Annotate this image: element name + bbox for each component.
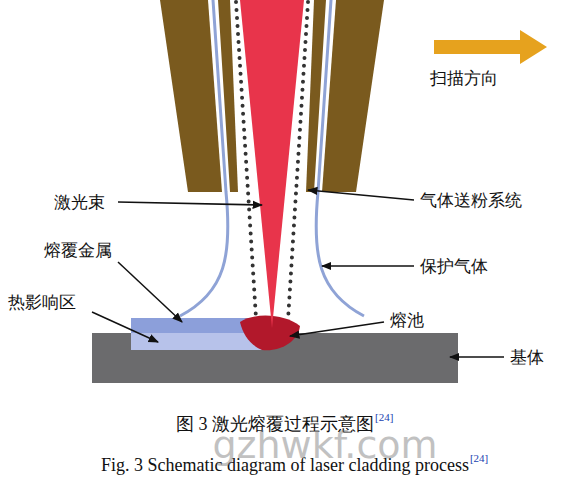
part-label: 激光束 — [54, 192, 105, 212]
leader-line — [308, 190, 414, 200]
gas-line — [316, 0, 364, 316]
powder-stream — [236, 2, 256, 318]
part-label: 熔池 — [390, 310, 424, 330]
laser-beam — [240, 0, 304, 328]
gas-line — [180, 0, 228, 316]
leader-line — [118, 202, 262, 205]
part-label: 保护气体 — [420, 256, 488, 276]
melt-pool — [240, 316, 300, 351]
nozzle-wall — [322, 0, 384, 192]
citation: [24] — [470, 452, 488, 465]
leader-line — [118, 262, 182, 322]
powder-stream — [288, 2, 308, 320]
scan-arrow — [434, 30, 547, 64]
leader-line — [92, 312, 158, 342]
heat-affected-zone — [131, 333, 262, 350]
part-label: 热影响区 — [8, 292, 76, 312]
part-label: 气体送粉系统 — [420, 190, 522, 210]
direction-label: 扫描方向 — [430, 68, 498, 88]
part-label: 基体 — [510, 347, 544, 367]
nozzle-wall — [160, 0, 222, 192]
leader-line — [290, 322, 384, 336]
citation: [24] — [375, 411, 393, 424]
watermark: gzhwkf.com — [212, 423, 437, 469]
part-label: 熔覆金属 — [44, 240, 112, 260]
leader-line — [450, 356, 504, 358]
leader-line — [322, 265, 414, 267]
